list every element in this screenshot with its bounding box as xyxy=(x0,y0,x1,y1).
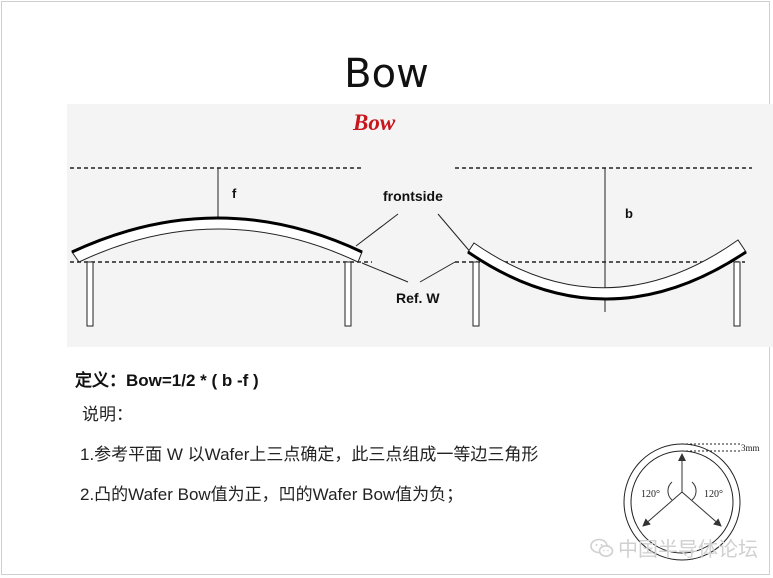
leader-lines: frontside Ref. W xyxy=(355,188,473,306)
ref-w-label: Ref. W xyxy=(396,290,440,306)
wafer-top-view: 3mm 120° 120° xyxy=(623,443,760,561)
right-support-pin-2 xyxy=(733,261,741,327)
slide-title: Bow xyxy=(344,51,429,97)
convex-wafer-body xyxy=(71,217,363,263)
angle-right-label: 120° xyxy=(704,489,723,500)
wechat-icon xyxy=(590,538,614,557)
right-support-pin-1 xyxy=(472,261,480,327)
convex-wafer-figure: f xyxy=(70,167,372,327)
angle-left-label: 120° xyxy=(641,489,660,500)
b-label: b xyxy=(625,206,633,221)
diagram-title: Bow xyxy=(353,110,396,135)
bow-definition: 定义：Bow=1/2 * ( b -f ) xyxy=(75,371,259,390)
concave-wafer-frontside xyxy=(467,250,747,301)
left-support-pin-2 xyxy=(344,261,352,327)
left-support-pin-1 xyxy=(86,261,94,327)
convex-wafer-frontside xyxy=(71,216,363,254)
concave-wafer-body xyxy=(467,239,747,300)
pin-arrow-left xyxy=(642,491,683,527)
pin-arrow-right xyxy=(681,491,722,527)
note-item-1: 1.参考平面 W 以Wafer上三点确定，此三点组成一等边三角形 xyxy=(80,445,539,464)
explanation-heading: 说明： xyxy=(82,405,133,424)
note-item-2: 2.凸的Wafer Bow值为正，凹的Wafer Bow值为负； xyxy=(80,485,464,504)
f-label: f xyxy=(232,186,237,201)
watermark-text: 中国半导体论坛 xyxy=(618,539,758,561)
frontside-label: frontside xyxy=(383,188,443,204)
concave-wafer-figure: b xyxy=(455,167,752,327)
watermark: 中国半导体论坛 xyxy=(590,533,758,562)
edge-exclusion-label: 3mm xyxy=(741,443,760,453)
